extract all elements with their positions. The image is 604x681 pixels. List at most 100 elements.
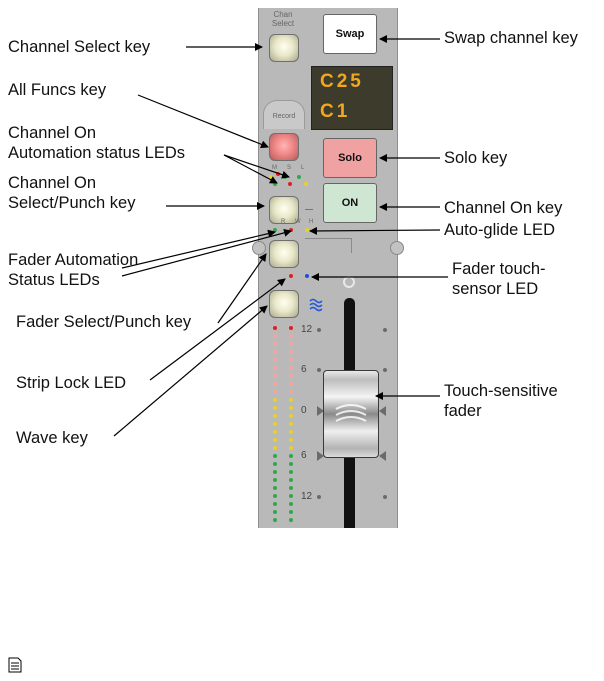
callout-channel-on-key: Channel On key: [444, 199, 563, 217]
meter-led: [273, 430, 277, 434]
scale-mark-12: 12: [301, 324, 313, 335]
meter-led: [273, 486, 277, 490]
scale-arrow-left: [317, 451, 324, 461]
led-letter-h: H: [309, 219, 314, 225]
led-green: [273, 182, 277, 186]
scale-dot: [383, 495, 387, 499]
meter-led: [289, 446, 293, 450]
fader-touch-sensor-led: [305, 274, 309, 278]
led-letter-s: S: [287, 165, 292, 171]
all-funcs-key[interactable]: [269, 133, 299, 161]
meter-led: [273, 406, 277, 410]
meter-led: [289, 422, 293, 426]
meter-led: [273, 382, 277, 386]
meter-led: [289, 502, 293, 506]
meter-led: [289, 430, 293, 434]
meter-led: [273, 454, 277, 458]
scale-dot: [317, 368, 321, 372]
scale-dot: [317, 328, 321, 332]
channel-strip: Chan Select Swap C25 C1 Record Solo M S …: [252, 8, 404, 528]
meter-led: [289, 374, 293, 378]
led-letter-m: M: [272, 165, 277, 171]
meter-led: [289, 414, 293, 418]
meter-led: [273, 342, 277, 346]
meter-led: [289, 334, 293, 338]
meter-led: [289, 366, 293, 370]
scale-mark-12-low: 12: [301, 491, 313, 502]
divider-dash: [305, 209, 313, 210]
callout-channel-on-automation-leds: Channel On Automation status LEDs: [8, 124, 186, 162]
solo-key-label: Solo: [338, 152, 362, 164]
swap-key-label: Swap: [335, 28, 365, 40]
chan-select-label: Chan Select: [271, 10, 295, 28]
meter-led: [289, 406, 293, 410]
side-circle-right: [390, 241, 404, 255]
strip-lock-led: [289, 274, 293, 278]
meter-led: [273, 374, 277, 378]
callout-fader-automation-leds: Fader Automation Status LEDs: [8, 251, 139, 289]
meter-led: [273, 398, 277, 402]
callout-strip-lock-led: Strip Lock LED: [16, 374, 127, 392]
meter-led: [273, 390, 277, 394]
scale-mark-6-low: 6: [301, 450, 307, 461]
channel-on-key-label: ON: [341, 197, 359, 209]
meter-led: [289, 510, 293, 514]
meter-led: [289, 494, 293, 498]
led-red: [288, 182, 292, 186]
channel-on-key[interactable]: ON: [323, 183, 377, 223]
meter-led: [273, 438, 277, 442]
meter-led: [289, 486, 293, 490]
meter-led: [273, 470, 277, 474]
meter-led: [289, 454, 293, 458]
meter-led: [273, 494, 277, 498]
meter-led: [273, 358, 277, 362]
scale-dot: [383, 368, 387, 372]
channel-select-key[interactable]: [269, 34, 299, 62]
meter-led: [273, 326, 277, 330]
scale-arrow-right: [379, 406, 386, 416]
meter-led: [289, 342, 293, 346]
meter-led: [289, 462, 293, 466]
led-red: [276, 172, 280, 176]
callout-channel-on-select-punch-key: Channel On Select/Punch key: [8, 174, 136, 212]
meter-led: [273, 502, 277, 506]
channel-on-select-punch-key[interactable]: [269, 196, 299, 224]
touch-sensitive-fader-knob[interactable]: [323, 370, 379, 458]
led-letter-w: W: [295, 219, 301, 225]
scale-arrow-right: [379, 451, 386, 461]
meter-led: [289, 390, 293, 394]
meter-led: [273, 334, 277, 338]
led-yellow: [304, 182, 308, 186]
callout-fader-select-punch-key: Fader Select/Punch key: [16, 313, 192, 331]
callout-auto-glide-led: Auto-glide LED: [444, 221, 555, 239]
solo-key[interactable]: Solo: [323, 138, 377, 178]
display-line1: C25: [320, 71, 364, 92]
callout-wave-key: Wave key: [16, 429, 88, 447]
callout-all-funcs-key: All Funcs key: [8, 81, 107, 99]
meter-led: [273, 518, 277, 522]
meter-led: [273, 478, 277, 482]
meter-led: [273, 366, 277, 370]
meter-led: [273, 422, 277, 426]
scale-dot: [383, 328, 387, 332]
meter-led: [273, 510, 277, 514]
scale-dot: [317, 495, 321, 499]
callout-channel-select-key: Channel Select key: [8, 38, 151, 56]
meter-led: [289, 518, 293, 522]
led-letter-r: R: [281, 219, 286, 225]
meter-led: [289, 326, 293, 330]
fader-section-bracket: [305, 238, 352, 253]
scale-arrow-left: [317, 406, 324, 416]
scale-mark-6: 6: [301, 364, 307, 375]
meter-led: [273, 462, 277, 466]
note-icon: [8, 657, 22, 673]
record-tab-label: Record: [272, 113, 296, 120]
callout-fader-touch-sensor-led: Fader touch- sensor LED: [452, 260, 546, 298]
auto-glide-led: [305, 228, 309, 232]
wave-key[interactable]: [269, 290, 299, 318]
swap-key[interactable]: Swap: [323, 14, 377, 54]
fader-select-punch-key[interactable]: [269, 240, 299, 268]
meter-led: [289, 470, 293, 474]
meter-led: [289, 478, 293, 482]
